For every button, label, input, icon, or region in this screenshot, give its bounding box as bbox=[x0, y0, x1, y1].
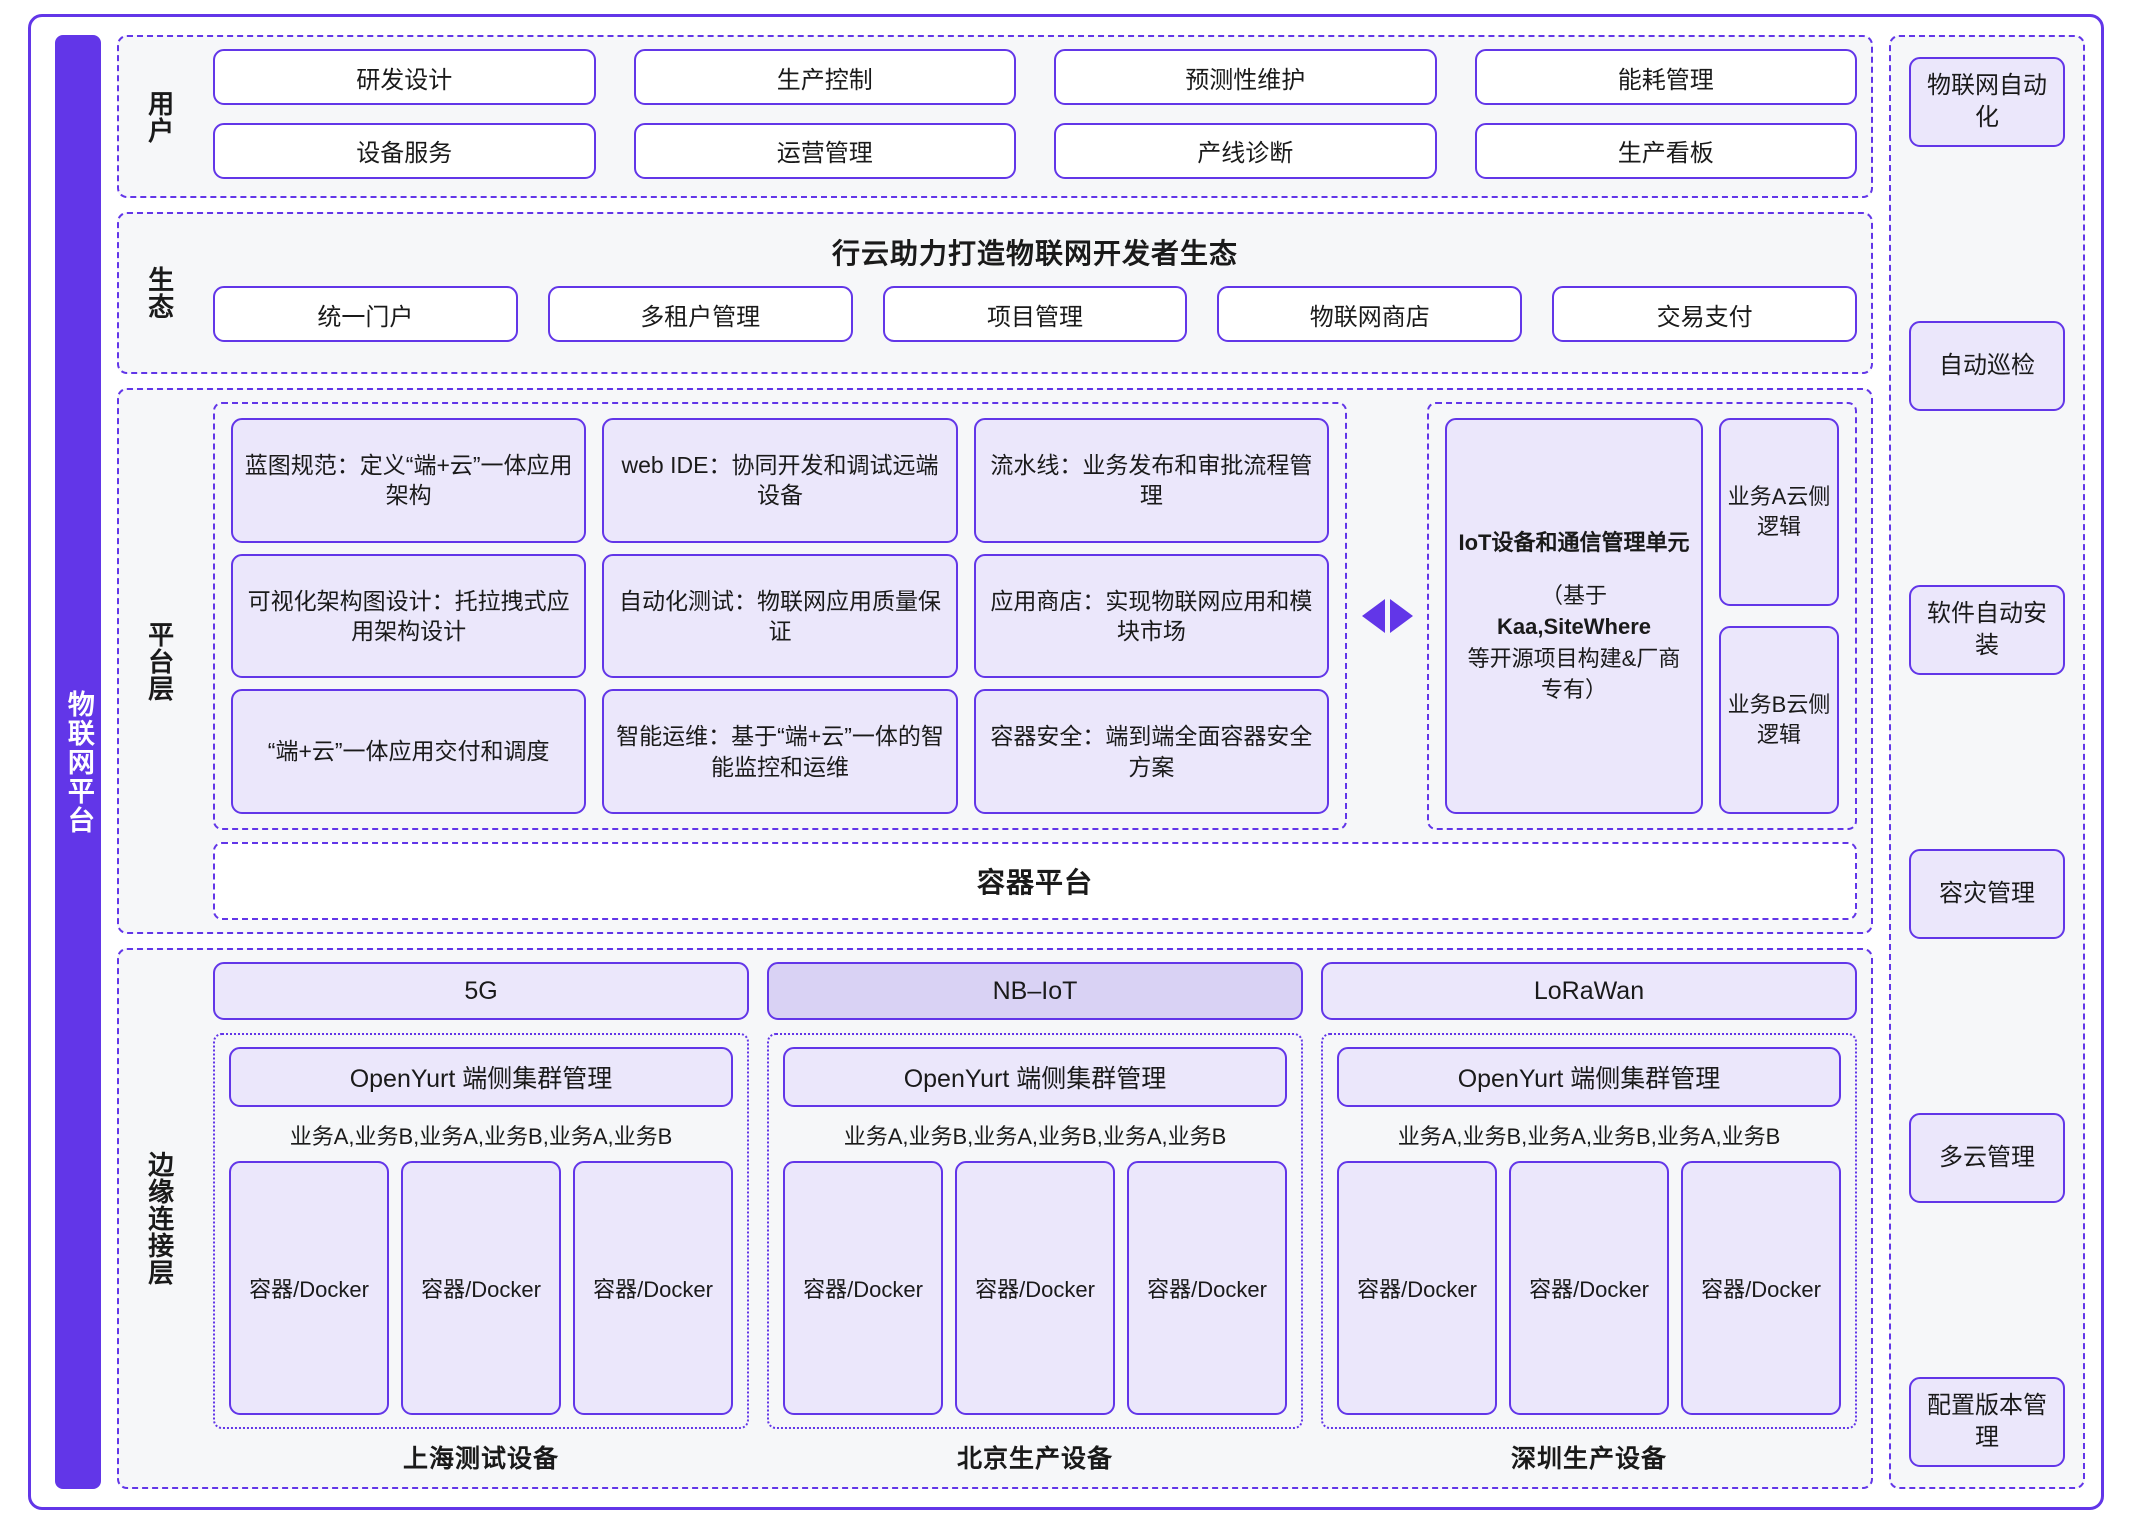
layer-stack: 用户 研发设计 生产控制 预测性维护 能耗管理 设备服务 运营管理 产线诊断 生… bbox=[117, 35, 1873, 1489]
edge-layer-label: 边缘连接层 bbox=[144, 1151, 175, 1286]
edge-site-column: OpenYurt 端侧集群管理 业务A,业务B,业务A,业务B,业务A,业务B … bbox=[1321, 1033, 1857, 1475]
docker-container[interactable]: 容器/Docker bbox=[573, 1161, 733, 1415]
user-item[interactable]: 设备服务 bbox=[213, 122, 596, 179]
platform-layer-section: 平台层 蓝图规范：定义“端+云”一体应用架构 web IDE：协同开发和调试远端… bbox=[117, 388, 1873, 934]
platform-capability[interactable]: 可视化架构图设计：托拉拽式应用架构设计 bbox=[231, 553, 587, 679]
docker-container[interactable]: 容器/Docker bbox=[1509, 1161, 1669, 1415]
ecosystem-title: 行云助力打造物联网开发者生态 bbox=[831, 238, 1238, 269]
ecosystem-layer-section: 生态 行云助力打造物联网开发者生态 统一门户 多租户管理 项目管理 物联网商店 … bbox=[117, 212, 1873, 374]
edge-body: 5G NB–IoT LoRaWan OpenYurt 端侧集群管理 业务A,业务… bbox=[195, 962, 1857, 1475]
user-item[interactable]: 能耗管理 bbox=[1474, 49, 1857, 105]
platform-capability[interactable]: 应用商店：实现物联网应用和模块市场 bbox=[973, 553, 1329, 679]
user-layer-section: 用户 研发设计 生产控制 预测性维护 能耗管理 设备服务 运营管理 产线诊断 生… bbox=[117, 35, 1873, 198]
iot-unit-note-rest: 等开源项目构建&厂商专有） bbox=[1467, 645, 1681, 702]
sidebar-item-config-version[interactable]: 配置版本管理 bbox=[1909, 1377, 2065, 1467]
ecosystem-item[interactable]: 统一门户 bbox=[213, 286, 518, 342]
edge-business-list: 业务A,业务B,业务A,业务B,业务A,业务B bbox=[289, 1124, 673, 1149]
ecosystem-layer-label: 生态 bbox=[144, 266, 175, 320]
business-logic-box[interactable]: 业务A云侧逻辑 bbox=[1719, 418, 1839, 606]
platform-capability[interactable]: web IDE：协同开发和调试远端设备 bbox=[602, 418, 958, 543]
openyurt-cluster-box[interactable]: OpenYurt 端侧集群管理 bbox=[229, 1047, 733, 1107]
container-platform-bar[interactable]: 容器平台 bbox=[213, 842, 1857, 920]
edge-business-list: 业务A,业务B,业务A,业务B,业务A,业务B bbox=[1397, 1124, 1781, 1149]
right-sidebar: 物联网自动化 自动巡检 软件自动安装 容灾管理 多云管理 配置版本管理 bbox=[1889, 35, 2085, 1489]
edge-container-row: 容器/Docker 容器/Docker 容器/Docker bbox=[783, 1161, 1287, 1415]
docker-container[interactable]: 容器/Docker bbox=[1337, 1161, 1497, 1415]
openyurt-cluster-box[interactable]: OpenYurt 端侧集群管理 bbox=[783, 1047, 1287, 1107]
platform-capability-grid: 蓝图规范：定义“端+云”一体应用架构 web IDE：协同开发和调试远端设备 流… bbox=[213, 402, 1347, 830]
user-item[interactable]: 预测性维护 bbox=[1054, 49, 1437, 105]
ecosystem-item[interactable]: 多租户管理 bbox=[547, 286, 853, 342]
ecosystem-body: 行云助力打造物联网开发者生态 统一门户 多租户管理 项目管理 物联网商店 交易支… bbox=[195, 226, 1857, 360]
edge-site-label: 北京生产设备 bbox=[956, 1445, 1113, 1473]
edge-network-row: 5G NB–IoT LoRaWan bbox=[213, 962, 1857, 1020]
iot-device-comm-unit[interactable]: IoT设备和通信管理单元 （基于 Kaa,SiteWhere 等开源项目构建&厂… bbox=[1445, 418, 1703, 814]
platform-capability[interactable]: 容器安全：端到端全面容器安全方案 bbox=[973, 689, 1329, 814]
edge-business-list: 业务A,业务B,业务A,业务B,业务A,业务B bbox=[843, 1124, 1227, 1149]
ecosystem-items: 统一门户 多租户管理 项目管理 物联网商店 交易支付 bbox=[213, 286, 1857, 342]
iot-unit-note-bold: Kaa,SiteWhere bbox=[1496, 614, 1652, 640]
user-item[interactable]: 生产控制 bbox=[633, 49, 1016, 105]
platform-capability[interactable]: “端+云”一体应用交付和调度 bbox=[231, 689, 587, 814]
iot-unit-note-open: （基于 bbox=[1540, 583, 1607, 609]
docker-container[interactable]: 容器/Docker bbox=[401, 1161, 561, 1415]
edge-site-label: 上海测试设备 bbox=[402, 1445, 559, 1473]
edge-container-row: 容器/Docker 容器/Docker 容器/Docker bbox=[229, 1161, 733, 1415]
openyurt-cluster-box[interactable]: OpenYurt 端侧集群管理 bbox=[1337, 1047, 1841, 1107]
edge-site-column: OpenYurt 端侧集群管理 业务A,业务B,业务A,业务B,业务A,业务B … bbox=[213, 1033, 749, 1475]
ecosystem-item[interactable]: 物联网商店 bbox=[1217, 286, 1523, 342]
docker-container[interactable]: 容器/Docker bbox=[229, 1161, 389, 1415]
edge-layer-section: 边缘连接层 5G NB–IoT LoRaWan OpenYurt 端侧集群管理 … bbox=[117, 948, 1873, 1489]
user-item[interactable]: 运营管理 bbox=[633, 122, 1016, 179]
docker-container[interactable]: 容器/Docker bbox=[783, 1161, 943, 1415]
edge-site-box: OpenYurt 端侧集群管理 业务A,业务B,业务A,业务B,业务A,业务B … bbox=[213, 1033, 749, 1429]
platform-capability[interactable]: 蓝图规范：定义“端+云”一体应用架构 bbox=[231, 418, 587, 543]
iot-management-group: IoT设备和通信管理单元 （基于 Kaa,SiteWhere 等开源项目构建&厂… bbox=[1427, 402, 1857, 830]
network-nbiot[interactable]: NB–IoT bbox=[767, 962, 1303, 1020]
edge-site-columns: OpenYurt 端侧集群管理 业务A,业务B,业务A,业务B,业务A,业务B … bbox=[213, 1033, 1857, 1475]
docker-container[interactable]: 容器/Docker bbox=[1681, 1161, 1841, 1415]
diagram-frame: 物联网平台 用户 研发设计 生产控制 预测性维护 能耗管理 设备服务 运营管理 … bbox=[28, 14, 2104, 1510]
sidebar-item-iot-automation[interactable]: 物联网自动化 bbox=[1909, 57, 2065, 147]
ecosystem-item[interactable]: 交易支付 bbox=[1552, 286, 1857, 342]
user-item[interactable]: 生产看板 bbox=[1474, 122, 1857, 179]
sidebar-item-auto-inspection[interactable]: 自动巡检 bbox=[1909, 321, 2065, 411]
network-lorawan[interactable]: LoRaWan bbox=[1321, 962, 1857, 1020]
sidebar-item-software-auto-install[interactable]: 软件自动安装 bbox=[1909, 585, 2065, 675]
triangle-right-icon bbox=[1389, 599, 1413, 633]
docker-container[interactable]: 容器/Docker bbox=[955, 1161, 1115, 1415]
user-item[interactable]: 研发设计 bbox=[213, 49, 596, 105]
sidebar-item-disaster-recovery[interactable]: 容灾管理 bbox=[1909, 849, 2065, 939]
edge-site-column: OpenYurt 端侧集群管理 业务A,业务B,业务A,业务B,业务A,业务B … bbox=[767, 1033, 1303, 1475]
platform-body: 蓝图规范：定义“端+云”一体应用架构 web IDE：协同开发和调试远端设备 流… bbox=[195, 402, 1857, 920]
platform-capability[interactable]: 智能运维：基于“端+云”一体的智能监控和运维 bbox=[602, 689, 958, 814]
business-logic-box[interactable]: 业务B云侧逻辑 bbox=[1719, 626, 1839, 814]
edge-container-row: 容器/Docker 容器/Docker 容器/Docker bbox=[1337, 1161, 1841, 1415]
user-layer-label: 用户 bbox=[144, 89, 175, 144]
sidebar-item-multicloud[interactable]: 多云管理 bbox=[1909, 1113, 2065, 1203]
user-layer-grid: 研发设计 生产控制 预测性维护 能耗管理 设备服务 运营管理 产线诊断 生产看板 bbox=[195, 49, 1857, 184]
business-logic-column: 业务A云侧逻辑 业务B云侧逻辑 bbox=[1719, 418, 1839, 814]
platform-capability[interactable]: 流水线：业务发布和审批流程管理 bbox=[973, 418, 1329, 543]
docker-container[interactable]: 容器/Docker bbox=[1127, 1161, 1287, 1415]
triangle-left-icon bbox=[1361, 599, 1385, 633]
platform-vertical-bar: 物联网平台 bbox=[55, 35, 101, 1489]
iot-unit-title: IoT设备和通信管理单元 bbox=[1458, 529, 1690, 555]
platform-top-row: 蓝图规范：定义“端+云”一体应用架构 web IDE：协同开发和调试远端设备 流… bbox=[213, 402, 1857, 830]
bidirectional-arrows bbox=[1347, 402, 1427, 830]
platform-layer-label: 平台层 bbox=[144, 620, 175, 702]
edge-site-box: OpenYurt 端侧集群管理 业务A,业务B,业务A,业务B,业务A,业务B … bbox=[767, 1033, 1303, 1429]
edge-site-label: 深圳生产设备 bbox=[1510, 1445, 1667, 1473]
user-item[interactable]: 产线诊断 bbox=[1054, 122, 1437, 179]
edge-site-box: OpenYurt 端侧集群管理 业务A,业务B,业务A,业务B,业务A,业务B … bbox=[1321, 1033, 1857, 1429]
ecosystem-item[interactable]: 项目管理 bbox=[882, 286, 1188, 342]
platform-capability[interactable]: 自动化测试：物联网应用质量保证 bbox=[602, 553, 958, 679]
network-5g[interactable]: 5G bbox=[213, 962, 749, 1020]
